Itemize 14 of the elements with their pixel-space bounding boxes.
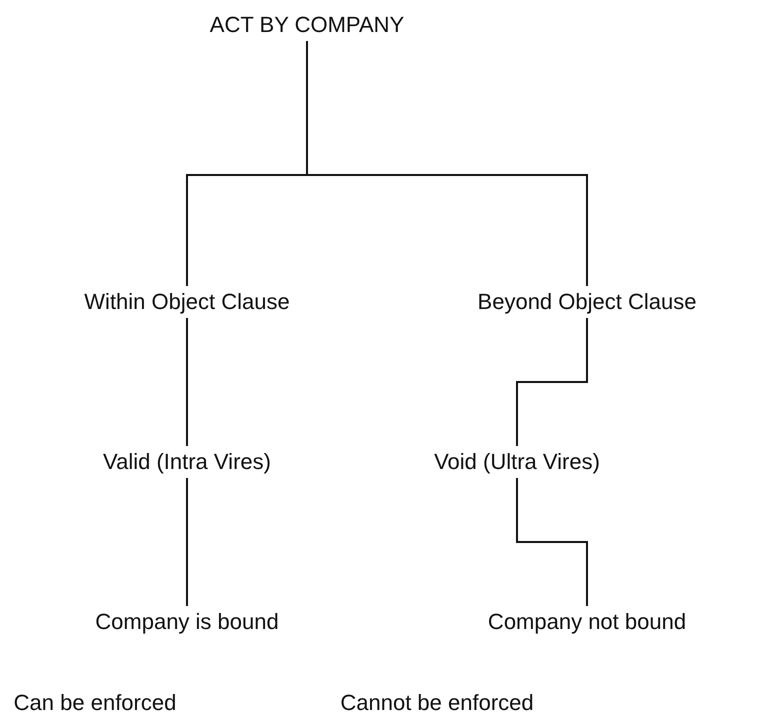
node-text: Company is bound [91,606,283,638]
node-text: Beyond Object Clause [474,286,700,318]
connector-line [306,41,588,286]
note-text: Cannot be enforced [340,690,534,716]
connector-line [186,318,188,446]
node-text: Company not bound [484,606,690,638]
node-text: Valid (Intra Vires) [99,446,275,478]
node-text: ACT BY COMPANY [206,9,408,41]
note-text: Can be enforced [14,690,176,716]
connector-line [186,478,188,606]
connector-line [516,478,588,606]
node-text: Within Object Clause [80,286,294,318]
connector-line [516,318,588,446]
node-text: Void (Ultra Vires) [430,446,604,478]
